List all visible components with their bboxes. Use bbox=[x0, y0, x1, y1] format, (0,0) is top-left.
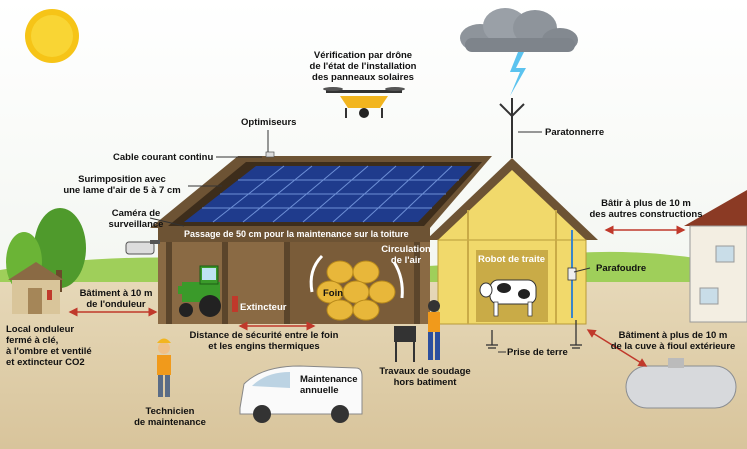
surge-protector-label: Parafoudre bbox=[596, 263, 647, 274]
lightning-rod-label: Paratonnerre bbox=[545, 127, 605, 138]
extinguisher-label: Extincteur bbox=[240, 302, 287, 313]
hay-bale-icon bbox=[316, 260, 396, 321]
inverter-room-label: Local onduleur fermé à clé, à l'ombre et… bbox=[6, 324, 92, 368]
annual-maintenance-label: Maintenance annuelle bbox=[300, 374, 358, 396]
roof-passage-label: Passage de 50 cm pour la maintenance sur… bbox=[184, 229, 409, 239]
fuel-tank-icon bbox=[625, 358, 737, 409]
tank-distance-label: Bâtiment à plus de 10 m de la cuve à fio… bbox=[610, 330, 736, 352]
optimizers-label: Optimiseurs bbox=[241, 117, 297, 128]
drone-label: Vérification par drône de l'état de l'in… bbox=[309, 50, 417, 83]
welding-label: Travaux de soudage hors batiment bbox=[379, 366, 471, 388]
cow-icon bbox=[479, 279, 537, 317]
technician-label: Technicien de maintenance bbox=[134, 406, 206, 428]
barn-right bbox=[426, 158, 598, 325]
inverter-distance-label: Bâtiment à 10 m de l'onduleur bbox=[79, 288, 153, 310]
surge-protector-icon bbox=[567, 267, 577, 281]
milking-robot-label: Robot de traite bbox=[478, 254, 546, 265]
lightning-icon bbox=[510, 52, 526, 96]
air-circulation-label: Circulation de l'air bbox=[381, 244, 431, 266]
drone-icon bbox=[323, 87, 405, 118]
tank-distance-arrow bbox=[586, 329, 648, 367]
dc-cable-label: Cable courant continu bbox=[113, 152, 214, 163]
technician-icon bbox=[157, 338, 171, 397]
camera-label: Caméra de surveillance bbox=[108, 208, 164, 230]
camera-icon bbox=[125, 240, 160, 255]
sun-icon bbox=[25, 9, 79, 63]
van-icon bbox=[239, 365, 363, 423]
build-distance-label: Bâtir à plus de 10 m des autres construc… bbox=[589, 198, 703, 220]
solar-panels bbox=[184, 151, 472, 223]
air-circulation-arrows bbox=[309, 254, 404, 299]
leader-lines bbox=[149, 130, 591, 353]
earth-label: Prise de terre bbox=[507, 347, 568, 358]
storm-cloud-icon bbox=[460, 8, 578, 52]
hay-label: Foin bbox=[323, 288, 344, 299]
safety-distance-label: Distance de sécurité entre le foin et le… bbox=[189, 330, 339, 352]
welder-icon bbox=[394, 300, 440, 362]
house-icon bbox=[684, 190, 747, 323]
overlay-label: Surimposition avec une lame d'air de 5 à… bbox=[63, 174, 181, 196]
tractor-icon bbox=[178, 265, 221, 317]
inverter-hut bbox=[8, 262, 64, 314]
earth-ground-icon bbox=[486, 320, 582, 349]
extinguisher-icon bbox=[232, 296, 238, 312]
lightning-rod bbox=[499, 98, 525, 158]
